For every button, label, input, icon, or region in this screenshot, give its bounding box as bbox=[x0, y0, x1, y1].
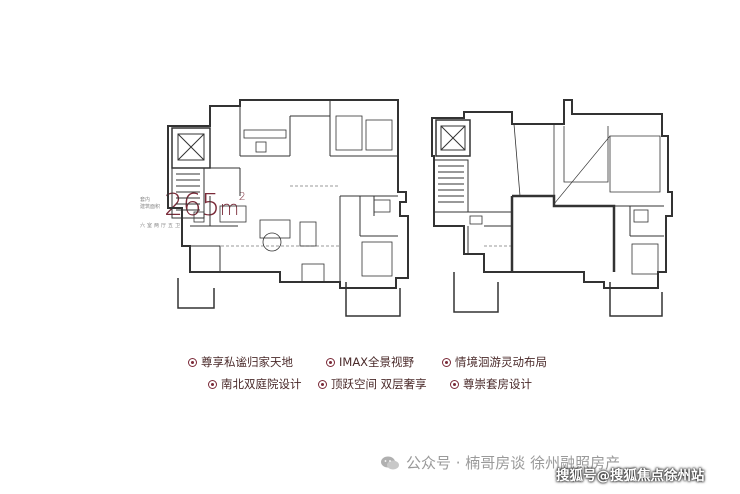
feature-item: IMAX全景视野 bbox=[326, 354, 414, 370]
watermark-overlay: 搜狐号@搜狐焦点徐州站 bbox=[556, 468, 705, 484]
feature-text: 尊享私谧归家天地 bbox=[201, 355, 293, 369]
bullet-icon bbox=[326, 357, 335, 367]
wechat-icon bbox=[381, 456, 399, 469]
bullet-icon bbox=[450, 379, 459, 389]
area-number: 265 bbox=[164, 188, 220, 223]
watermark: 公众号 · 楠哥房谈 徐州融照房产 bbox=[380, 452, 620, 473]
watermark-text: 公众号 · 楠哥房谈 徐州融照房产 bbox=[406, 454, 621, 472]
feature-item: 顶跃空间 双层奢享 bbox=[318, 376, 427, 392]
bullet-icon bbox=[442, 357, 451, 367]
feature-text: 南北双庭院设计 bbox=[221, 377, 302, 391]
area-label-line1: 套内 bbox=[140, 197, 151, 203]
bullet-icon bbox=[188, 357, 197, 367]
area-label-line2: 建筑面积 bbox=[140, 204, 161, 210]
lower-floor-plan bbox=[167, 99, 409, 317]
feature-text: IMAX全景视野 bbox=[339, 355, 415, 369]
feature-text: 情境洄游灵动布局 bbox=[455, 355, 547, 369]
area-unit-power: 2 bbox=[238, 190, 246, 203]
layout-text: 六室两厅五卫 bbox=[140, 223, 183, 229]
bullet-icon bbox=[318, 379, 327, 389]
area-value: 265m2 bbox=[164, 188, 246, 223]
feature-item: 尊崇套房设计 bbox=[450, 376, 532, 392]
bullet-icon bbox=[208, 379, 217, 389]
area-unit: m bbox=[219, 196, 239, 220]
feature-text: 顶跃空间 双层奢享 bbox=[331, 377, 427, 391]
feature-item: 尊享私谧归家天地 bbox=[188, 354, 293, 370]
feature-item: 南北双庭院设计 bbox=[208, 376, 302, 392]
feature-item: 情境洄游灵动布局 bbox=[442, 354, 547, 370]
area-badge: 套内 建筑面积 265m2 六室两厅五卫 bbox=[140, 188, 260, 234]
upper-floor-plan bbox=[431, 99, 673, 317]
feature-text: 尊崇套房设计 bbox=[463, 377, 532, 391]
